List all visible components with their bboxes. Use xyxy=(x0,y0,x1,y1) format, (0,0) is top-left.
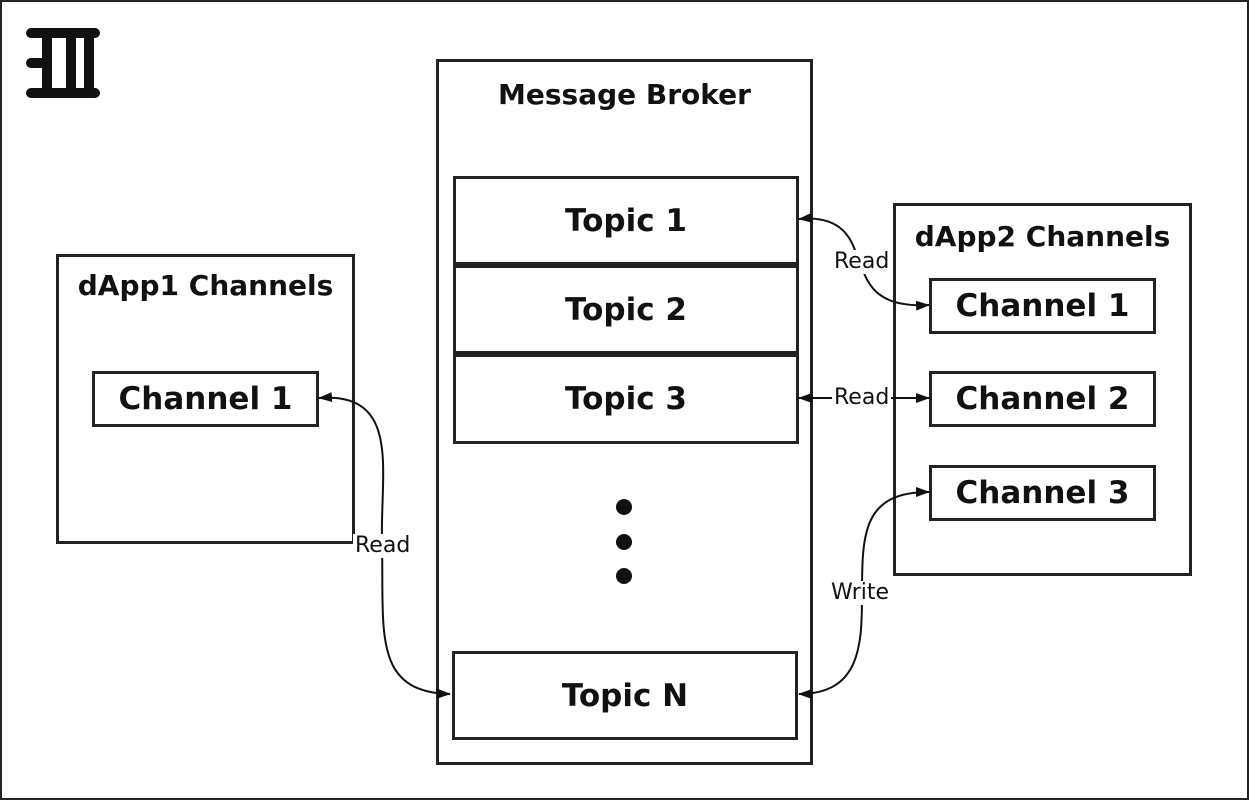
dapp2-channel-3-box: Channel 3 xyxy=(929,465,1156,521)
topic-3-box: Topic 3 xyxy=(453,354,799,444)
logo-icon xyxy=(26,28,100,98)
dapp2-channel-1-box: Channel 1 xyxy=(929,278,1156,334)
dapp1-channels-title: dApp1 Channels xyxy=(77,269,334,302)
topic-2-box: Topic 2 xyxy=(453,265,799,354)
topic-n-label: Topic N xyxy=(561,677,689,714)
topic-3-label: Topic 3 xyxy=(565,381,687,417)
dapp2-channel-1-label: Channel 1 xyxy=(955,288,1130,324)
ellipsis-dot xyxy=(616,534,632,550)
topic-1-label: Topic 1 xyxy=(565,202,687,239)
ellipsis-dot xyxy=(616,499,632,515)
dapp2-channel-2-box: Channel 2 xyxy=(929,371,1156,427)
topic-n-box: Topic N xyxy=(452,651,798,740)
edge-label-topic-n-write: Write xyxy=(829,580,892,605)
topic-1-box: Topic 1 xyxy=(453,176,799,265)
edge-label-topic3-read: Read xyxy=(832,385,892,410)
dapp1-channel-1-label: Channel 1 xyxy=(118,381,293,417)
edge-label-dapp1-read: Read xyxy=(353,533,413,558)
edge-label-topic1-read: Read xyxy=(832,249,892,274)
message-broker-title: Message Broker xyxy=(498,78,751,111)
ellipsis-dot xyxy=(616,568,632,584)
dapp2-channel-3-label: Channel 3 xyxy=(955,475,1130,511)
dapp2-channels-title: dApp2 Channels xyxy=(914,220,1171,253)
topic-2-label: Topic 2 xyxy=(565,291,687,328)
dapp2-channel-2-label: Channel 2 xyxy=(955,381,1130,417)
dapp1-channel-1-box: Channel 1 xyxy=(92,371,319,427)
